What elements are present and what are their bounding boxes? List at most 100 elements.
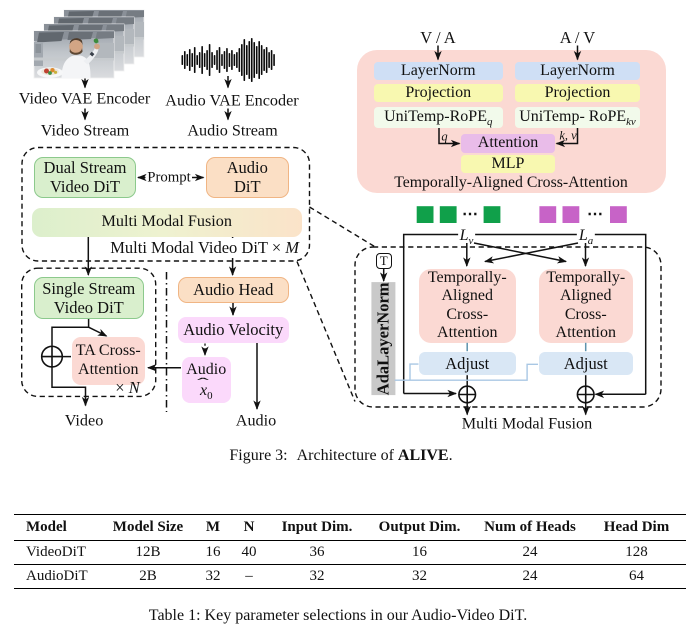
multi-modal-fusion-label: Multi Modal Fusion xyxy=(101,212,232,231)
videodit-num-heads: 24 xyxy=(522,544,538,560)
mm-dit-label-text: Multi Modal Video DiT × xyxy=(110,238,286,257)
unitemp-kv-sub: kv xyxy=(626,116,636,129)
unitemp-rope-kv-box: UniTemp- RoPEkv xyxy=(515,107,640,128)
ta-cross-attention-box: TA Cross- Attention xyxy=(71,337,145,385)
arrow-single-stream-to-ta xyxy=(88,326,108,337)
sum-node-video-fusion xyxy=(458,385,477,404)
mm-dit-label-var: M xyxy=(285,238,299,257)
adjust-left-label: Adjust xyxy=(445,353,490,373)
videodit-model: VideoDiT xyxy=(26,544,86,560)
detail-frame-lines xyxy=(402,233,647,398)
la-sub: a xyxy=(587,234,594,247)
video-token-ellipsis: ⋯ xyxy=(462,206,478,223)
unitemp-rope-q-label: UniTemp-RoPEq xyxy=(384,108,493,129)
x0-sub: 0 xyxy=(207,389,213,402)
audio-waveform-icon xyxy=(181,38,275,82)
ta-cross-line2: Attention xyxy=(78,361,139,378)
zoom-guide-line-top xyxy=(309,206,378,249)
sum-node-decoder xyxy=(40,345,64,368)
arrow-kv-to-attention xyxy=(555,128,579,148)
table-header-row: Model Model Size M N Input Dim. Output D… xyxy=(14,514,686,541)
videodit-head-dim: 128 xyxy=(625,544,648,560)
single-stream-dashed-box xyxy=(21,267,157,398)
col-header-n: N xyxy=(243,519,255,535)
table-row-videodit: VideoDiT 12B 16 40 36 16 24 128 xyxy=(14,541,686,565)
ta-right-line1: Temporally- xyxy=(546,268,626,286)
col-header-model: Model xyxy=(26,519,67,535)
audio-head-label: Audio Head xyxy=(193,280,274,300)
lv-base: L xyxy=(459,226,469,244)
single-stream-video-dit-box: Single Stream Video DiT xyxy=(33,277,144,319)
arrow-sum-to-video-out xyxy=(51,367,90,407)
audiodit-num-heads: 24 xyxy=(522,568,538,584)
mm-video-dit-block-label: Multi Modal Video DiT × M xyxy=(108,238,301,258)
col-header-output-dim: Output Dim. xyxy=(378,519,461,535)
single-stream-line2: Video DiT xyxy=(53,298,124,317)
lv-sub: v xyxy=(468,234,474,247)
arrow-q-to-attention xyxy=(438,128,461,148)
col-header-model-size: Model Size xyxy=(112,519,184,535)
single-stream-line1: Single Stream xyxy=(42,278,136,298)
unitemp-q-sub: q xyxy=(486,116,493,129)
la-label: La xyxy=(576,226,596,247)
unitemp-rope-kv-label: UniTemp- RoPEkv xyxy=(519,108,636,129)
ta-left-line1: Temporally- xyxy=(427,268,507,286)
videodit-output-dim: 16 xyxy=(412,544,427,560)
layernorm-right-label: LayerNorm xyxy=(540,61,615,79)
ta-left-line2: Aligned xyxy=(441,287,494,305)
ta-left-line3: Cross- xyxy=(446,305,489,323)
audiodit-model: AudioDiT xyxy=(26,568,88,584)
col-header-input-dim: Input Dim. xyxy=(281,519,353,535)
audio-token-squares xyxy=(539,206,627,223)
audio-dit-line2: DiT xyxy=(233,177,261,197)
ta-cross-attention-left-box: Temporally- Aligned Cross- Attention xyxy=(419,268,516,343)
sum-nodes xyxy=(40,345,595,404)
ta-right-line3: Cross- xyxy=(564,305,607,323)
attention-box: Attention xyxy=(461,133,555,153)
arrow-lines xyxy=(51,45,590,416)
mlp-box: MLP xyxy=(461,155,555,173)
projection-right-label: Projection xyxy=(544,84,611,101)
unitemp-q-text: UniTemp-RoPE xyxy=(384,108,487,126)
projection-left-box: Projection xyxy=(374,84,503,102)
layernorm-left-box: LayerNorm xyxy=(374,61,503,80)
timestep-t-label: T xyxy=(379,252,388,268)
zoom-guide-line-bottom xyxy=(296,261,356,402)
conditioning-lines xyxy=(394,342,587,381)
audiodit-output-dim: 32 xyxy=(412,568,427,584)
attention-label: Attention xyxy=(477,134,539,151)
videodit-m: 16 xyxy=(205,544,221,560)
fusion-detail-dashed-box xyxy=(354,246,662,408)
adjust-right-box: Adjust xyxy=(538,351,633,375)
layernorm-left-label: LayerNorm xyxy=(400,61,476,79)
audiodit-n: – xyxy=(245,568,253,584)
lv-label: Lv xyxy=(457,226,476,247)
col-header-m: M xyxy=(205,519,221,535)
audio-velocity-box: Audio Velocity xyxy=(177,317,289,343)
adjust-left-box: Adjust xyxy=(419,351,516,375)
projection-right-box: Projection xyxy=(515,84,640,102)
audio-velocity-label: Audio Velocity xyxy=(183,320,284,340)
timestep-t-box: T xyxy=(376,253,392,269)
ta-right-line2: Aligned xyxy=(559,287,612,305)
col-header-num-heads: Num of Heads xyxy=(484,519,576,535)
ta-right-line4: Attention xyxy=(555,323,616,341)
videodit-input-dim: 36 xyxy=(309,544,325,560)
audio-dit-box: Audio DiT xyxy=(205,156,289,198)
col-header-head-dim: Head Dim xyxy=(603,519,670,535)
unitemp-rope-q-box: UniTemp-RoPEq xyxy=(374,107,503,128)
layernorm-right-box: LayerNorm xyxy=(515,61,640,80)
parameters-table: Model Model Size M N Input Dim. Output D… xyxy=(14,514,686,589)
arrow-la-to-left-ta xyxy=(484,242,579,264)
unitemp-kv-text: UniTemp- RoPE xyxy=(519,108,627,126)
audio-token-ellipsis: ⋯ xyxy=(587,206,603,223)
audio-x0-line1: Audio xyxy=(186,360,227,378)
dual-stream-video-dit-box: Dual Stream Video DiT xyxy=(34,156,136,198)
dual-stream-line1: Dual Stream xyxy=(43,157,127,177)
